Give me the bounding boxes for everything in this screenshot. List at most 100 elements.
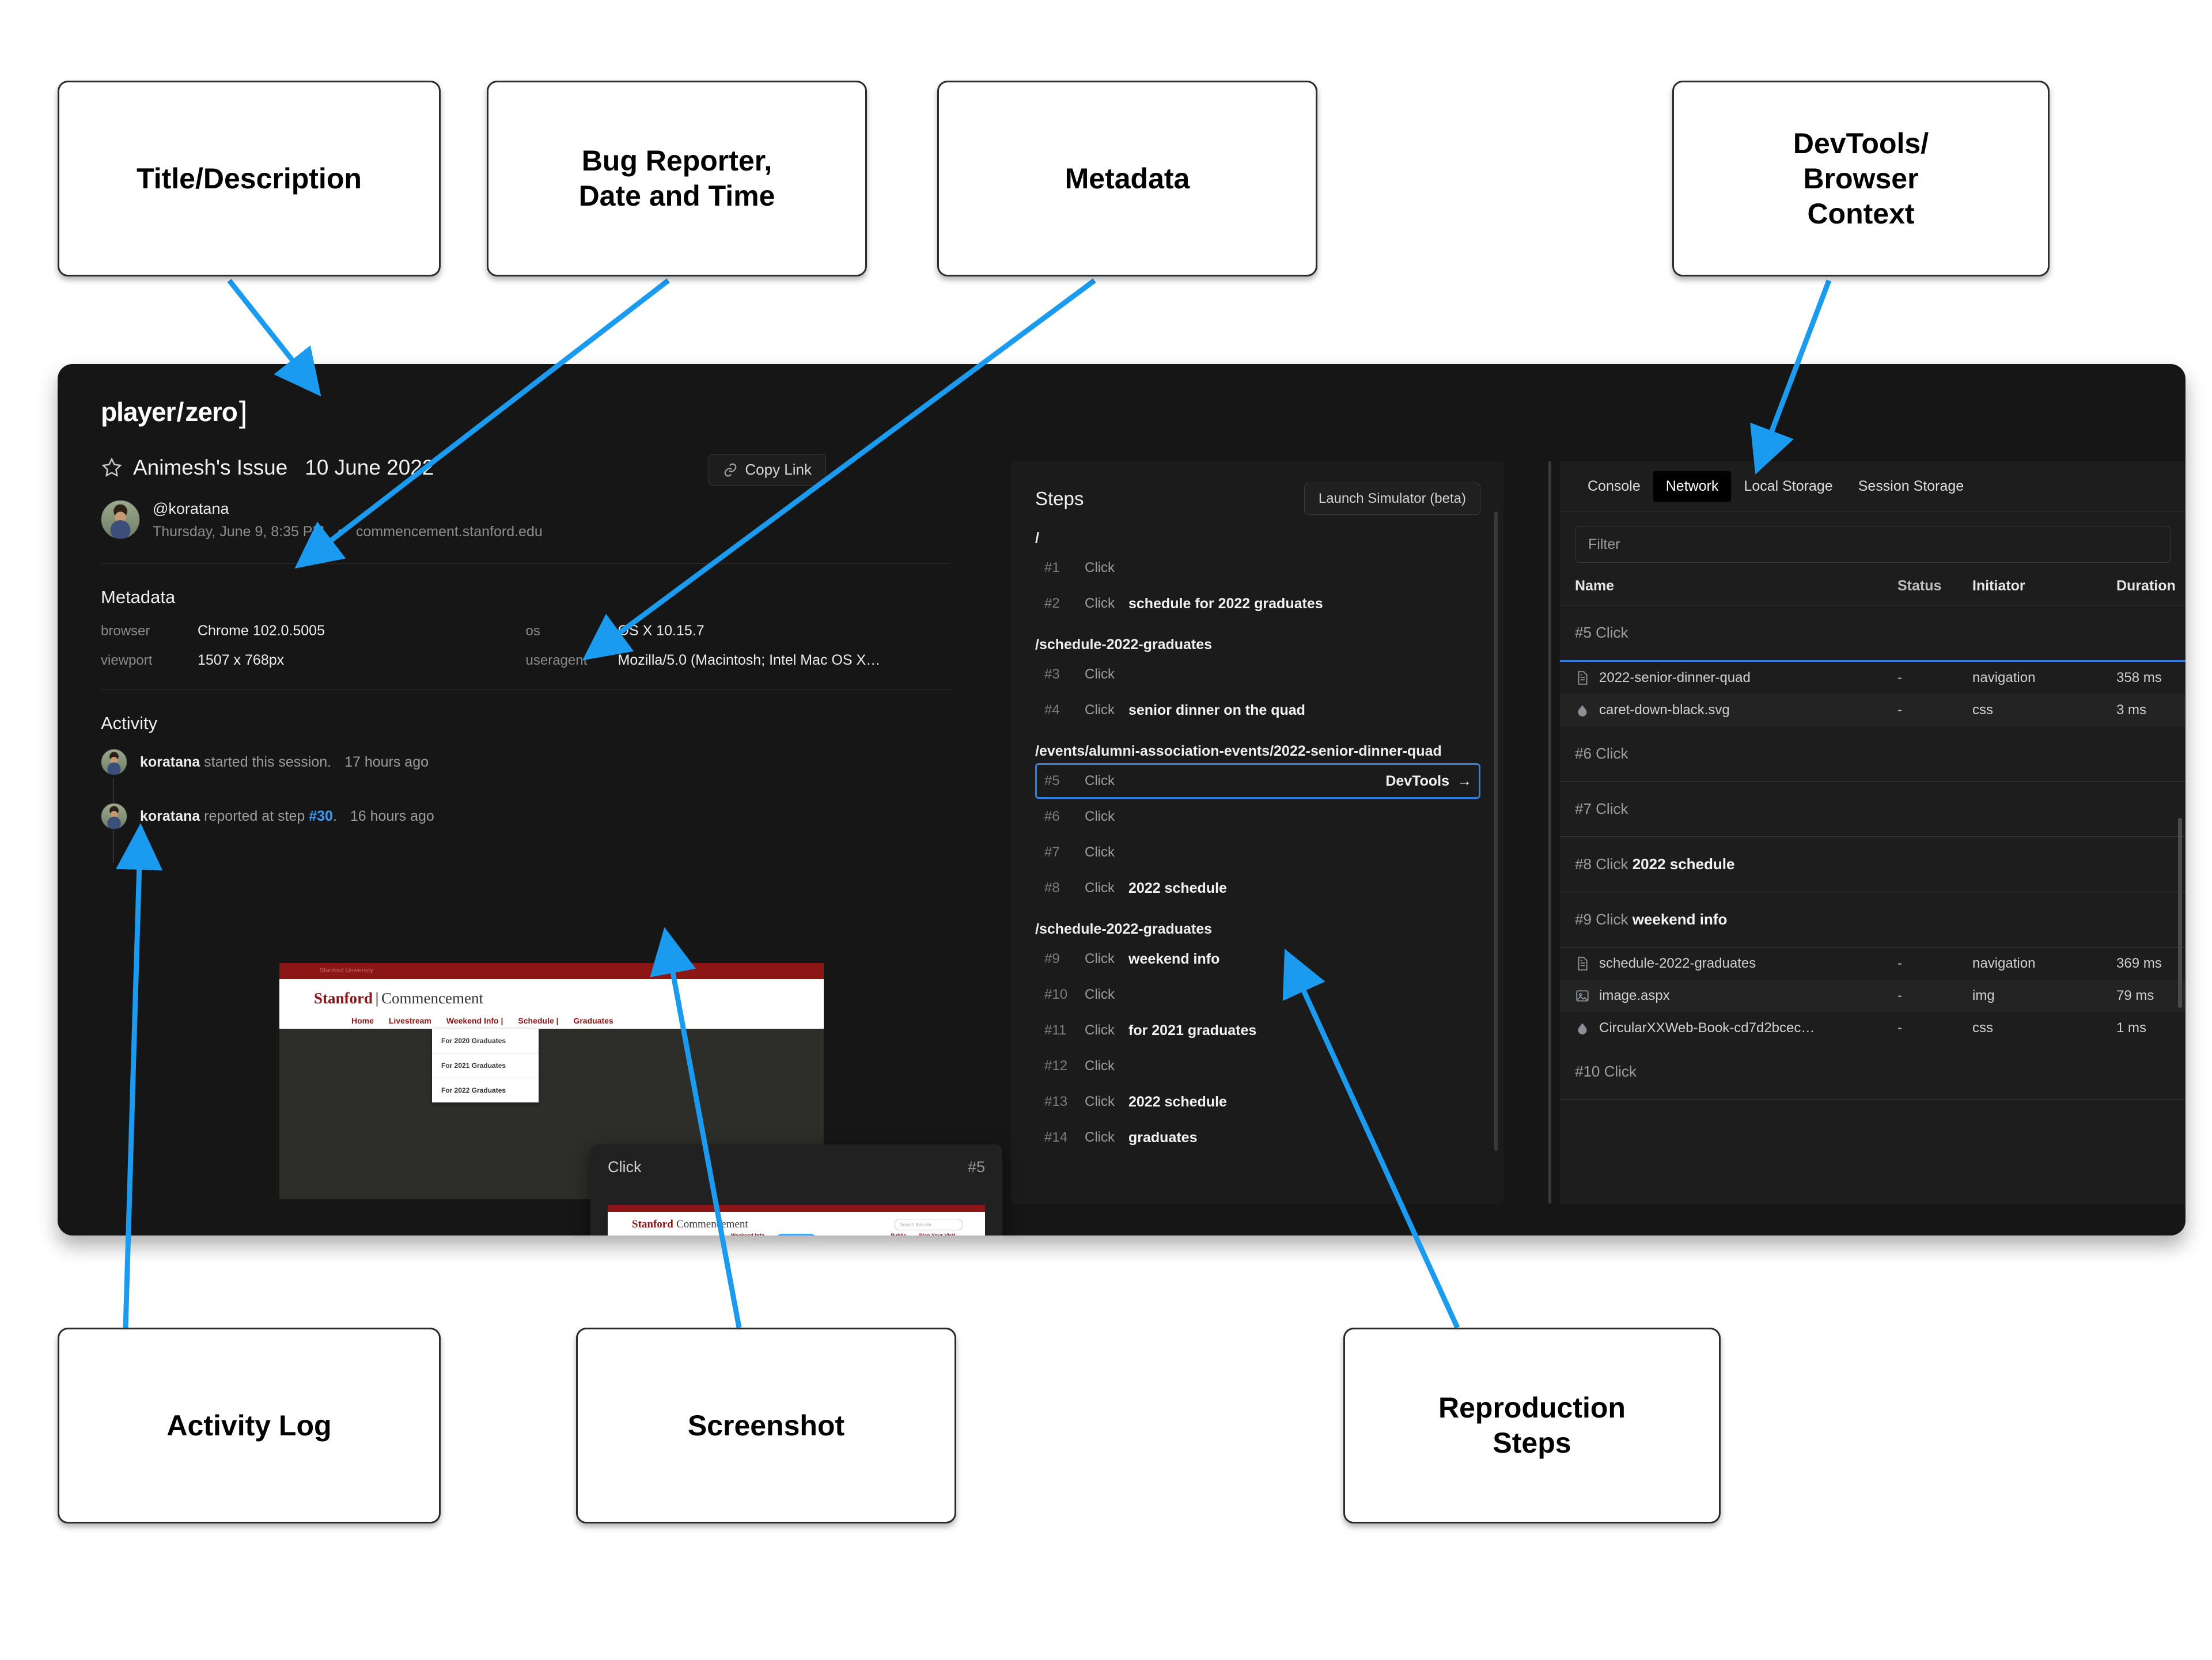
click-card-header: Click #5 bbox=[590, 1144, 1002, 1176]
network-step-group[interactable]: #6 Click bbox=[1560, 726, 2186, 782]
metadata-key: browser bbox=[101, 623, 150, 639]
stanford-nav-item[interactable]: Graduates bbox=[573, 1016, 613, 1025]
stanford-nav-item[interactable]: Plan Your Visit | bbox=[919, 1233, 956, 1235]
activity-step-link[interactable]: #30 bbox=[309, 808, 333, 824]
stanford-nav-item[interactable]: Livestream bbox=[388, 1016, 431, 1025]
network-filter-input[interactable]: Filter bbox=[1575, 526, 2171, 563]
issue-url[interactable]: commencement.stanford.edu bbox=[355, 524, 543, 540]
network-step-group[interactable]: #5 Click bbox=[1560, 605, 2186, 662]
request-name: 2022-senior-dinner-quad bbox=[1599, 670, 1751, 685]
metadata-value: Chrome 102.0.5005 bbox=[198, 623, 325, 639]
stanford-nav-item[interactable]: Public | bbox=[891, 1233, 907, 1235]
activity-suffix: . bbox=[332, 808, 337, 824]
column-header-duration[interactable]: Duration bbox=[2116, 578, 2176, 594]
stanford-nav-item[interactable]: Weekend Info | bbox=[446, 1016, 503, 1025]
devtools-tab-session-storage[interactable]: Session Storage bbox=[1858, 477, 1964, 494]
stanford-nav-item[interactable]: Weekend Info | bbox=[730, 1233, 764, 1235]
step-number: #12 bbox=[1044, 1058, 1068, 1074]
group-step-number: #7 Click bbox=[1575, 800, 1628, 817]
network-step-group[interactable]: #8 Click 2022 schedule bbox=[1560, 837, 2186, 892]
devtools-label: DevTools bbox=[1385, 772, 1449, 789]
column-header-status[interactable]: Status bbox=[1897, 578, 1942, 594]
step-action: Click bbox=[1085, 880, 1115, 896]
request-name: schedule-2022-graduates bbox=[1599, 956, 1756, 971]
network-step-group[interactable]: #7 Click bbox=[1560, 782, 2186, 837]
callout-label: Activity Log bbox=[166, 1409, 332, 1442]
dropdown-item[interactable]: For 2022 Graduates bbox=[441, 1086, 506, 1094]
network-step-group[interactable]: #10 Click bbox=[1560, 1044, 2186, 1100]
meta-separator: • bbox=[338, 524, 343, 540]
request-name: CircularXXWeb-Book-cd7d2bcec… bbox=[1599, 1020, 1815, 1036]
metadata-value: OS X 10.15.7 bbox=[618, 623, 704, 639]
stanford-wordmark: Stanford bbox=[314, 990, 373, 1007]
site-search-input[interactable]: Search this site bbox=[894, 1219, 963, 1230]
copy-link-button[interactable]: Copy Link bbox=[709, 454, 826, 486]
avatar bbox=[101, 749, 127, 775]
step-action: Click bbox=[1085, 987, 1115, 1002]
dropdown-item[interactable]: For 2021 Graduates bbox=[432, 1053, 539, 1078]
link-icon bbox=[725, 463, 737, 476]
request-status: - bbox=[1897, 670, 1902, 685]
click-step-screenshot-card[interactable]: Click #5 Stanford Commencement Search th… bbox=[590, 1144, 1002, 1235]
devtools-tab-network[interactable]: Network bbox=[1653, 471, 1732, 502]
activity-text: reported at step bbox=[204, 808, 305, 824]
activity-text: started this session. bbox=[204, 753, 332, 770]
network-step-group[interactable]: #9 Click weekend info bbox=[1560, 892, 2186, 948]
step-target-label: senior dinner on the quad bbox=[1128, 702, 1305, 718]
stanford-nav-item[interactable]: Schedule | bbox=[518, 1016, 559, 1025]
star-icon[interactable] bbox=[101, 457, 123, 479]
request-initiator: css bbox=[1972, 702, 1993, 718]
group-step-label: 2022 schedule bbox=[1632, 855, 1735, 873]
request-duration: 358 ms bbox=[2116, 670, 2162, 685]
column-header-initiator[interactable]: Initiator bbox=[1972, 578, 2025, 594]
devtools-tab-console[interactable]: Console bbox=[1588, 477, 1641, 494]
activity-heading: Activity bbox=[101, 713, 158, 733]
stanford-university-bar: Stanford University bbox=[279, 963, 824, 979]
steps-scrollbar[interactable] bbox=[1494, 511, 1498, 1151]
column-header-name[interactable]: Name bbox=[1575, 578, 1615, 594]
step-devtools-link[interactable]: DevTools→ bbox=[1385, 773, 1479, 790]
panel-resize-handle[interactable] bbox=[1548, 461, 1551, 1204]
step-action: Click bbox=[1085, 951, 1115, 967]
metadata-row: os OS X 10.15.7 bbox=[526, 623, 951, 639]
stanford-nav-item[interactable]: Home bbox=[351, 1016, 374, 1025]
divider bbox=[101, 689, 950, 690]
issue-title-row: Animesh's Issue 10 June 2022 Copy Link bbox=[101, 450, 950, 486]
activity-list: koratana started this session. 17 hours … bbox=[101, 749, 950, 863]
activity-time: 16 hours ago bbox=[350, 808, 434, 824]
devtools-tab-local-storage[interactable]: Local Storage bbox=[1744, 477, 1833, 494]
step-number: #7 bbox=[1044, 844, 1060, 860]
dropdown-item[interactable]: For 2020 Graduates bbox=[432, 1029, 539, 1053]
image-icon bbox=[1576, 990, 1589, 1002]
stanford-nav-item[interactable]: Schedule bbox=[777, 1234, 816, 1235]
devtools-scrollbar[interactable] bbox=[2178, 818, 2182, 1008]
reporter-handle[interactable]: @koratana bbox=[153, 500, 229, 517]
step-action: Click bbox=[1085, 596, 1115, 611]
launch-simulator-button[interactable]: Launch Simulator (beta) bbox=[1304, 483, 1480, 515]
logo-word-zero: zero bbox=[185, 397, 238, 427]
